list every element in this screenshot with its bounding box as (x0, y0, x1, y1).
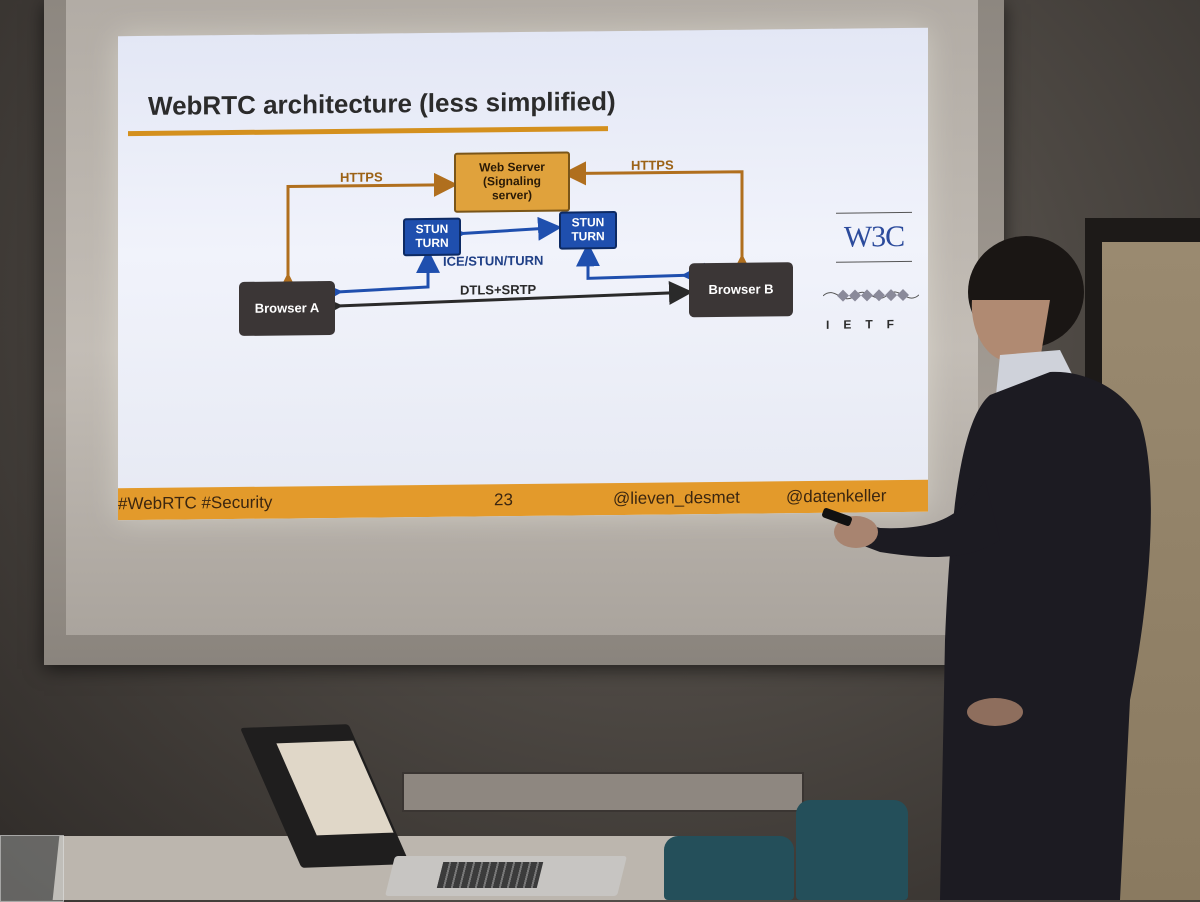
ice-arrow-right (576, 242, 706, 287)
side-table (402, 772, 804, 812)
chair (796, 800, 908, 900)
https-arrow-left (276, 172, 458, 297)
chair (664, 836, 794, 900)
glass (0, 835, 64, 902)
diagram-arrows (276, 161, 754, 319)
stun-link-arrow (441, 216, 562, 247)
dtls-arrow (318, 280, 693, 319)
ietf-logo-wave (823, 289, 919, 302)
https-arrow-right (562, 161, 754, 278)
presentation-slide: WebRTC architecture (less simplified) We… (118, 27, 928, 521)
